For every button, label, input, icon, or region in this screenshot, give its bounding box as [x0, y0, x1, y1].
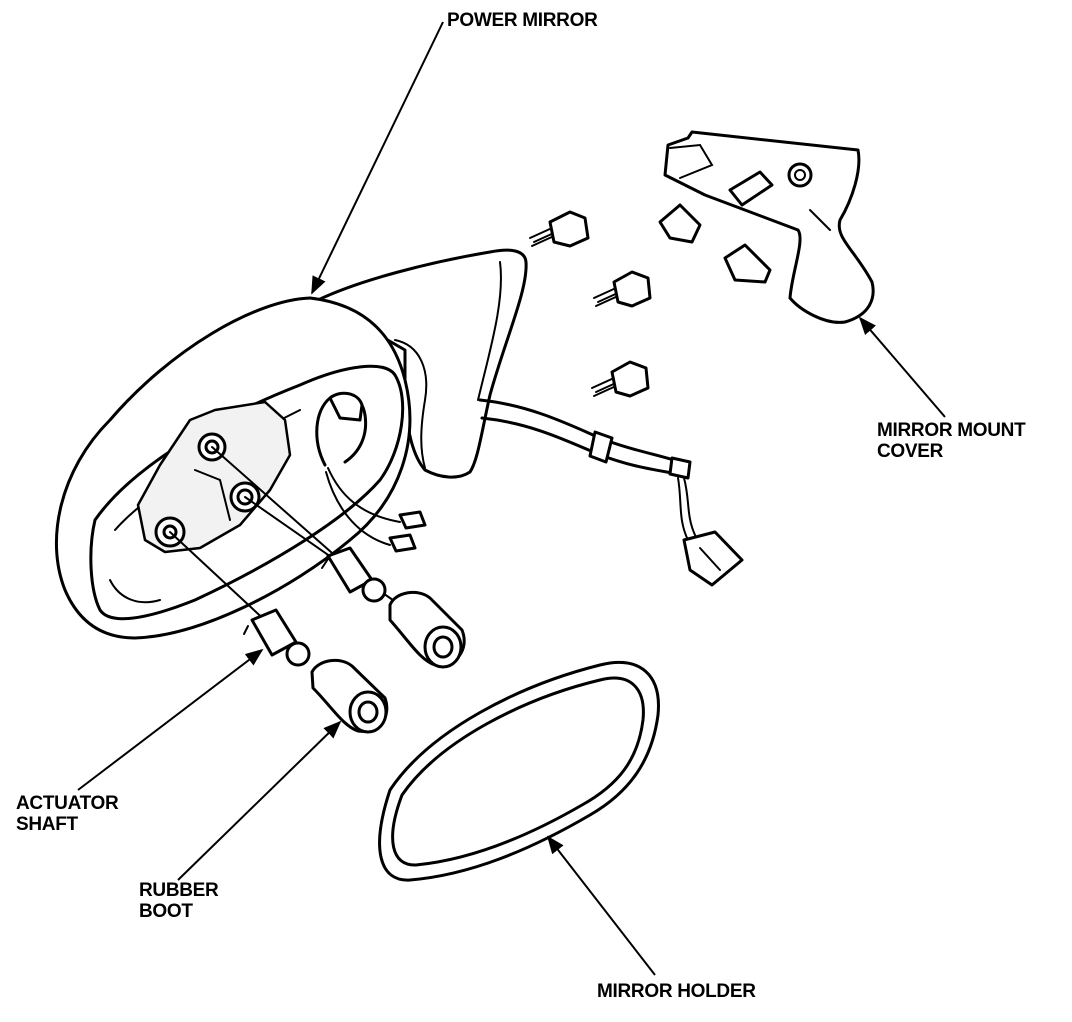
leader-lines [77, 21, 946, 976]
label-mirror-mount-cover: MIRROR MOUNT COVER [877, 420, 1026, 462]
mirror-holder [378, 660, 660, 882]
label-actuator-shaft-line1: ACTUATOR [16, 793, 119, 814]
actuator-motor [136, 400, 292, 554]
mirror-mount-cover [663, 130, 875, 324]
internal-wiring [315, 391, 427, 553]
label-mirror-holder-text: MIRROR HOLDER [597, 981, 756, 1002]
label-power-mirror-text: POWER MIRROR [447, 10, 598, 31]
label-mirror-mount-cover-line1: MIRROR MOUNT [877, 420, 1026, 441]
label-actuator-shaft: ACTUATOR SHAFT [16, 793, 119, 835]
rubber-boot-upper [388, 590, 466, 669]
wire-harness [478, 398, 744, 587]
mirror-base [316, 248, 528, 479]
leader-actuator-shaft [77, 648, 264, 791]
clip-left [658, 203, 702, 244]
actuator-shaft-upper [321, 546, 387, 603]
leader-power-mirror [311, 21, 444, 295]
leader-rubber-boot [177, 720, 342, 881]
rubber-boot-lower [310, 658, 389, 734]
clip-right [723, 243, 772, 284]
label-mirror-holder: MIRROR HOLDER [597, 981, 756, 1002]
screw-bottom [591, 360, 650, 398]
label-rubber-boot-line2: BOOT [139, 901, 193, 922]
actuator-shaft-lower [243, 608, 311, 667]
screw-top [529, 210, 590, 248]
leader-mirror-mount-cover [858, 316, 946, 418]
label-rubber-boot: RUBBER BOOT [139, 880, 219, 922]
label-rubber-boot-line1: RUBBER [139, 880, 219, 901]
label-power-mirror: POWER MIRROR [447, 10, 598, 31]
leader-mirror-holder [546, 835, 656, 976]
label-actuator-shaft-line2: SHAFT [16, 814, 78, 835]
label-mirror-mount-cover-line2: COVER [877, 441, 944, 462]
screw-middle [593, 270, 652, 308]
